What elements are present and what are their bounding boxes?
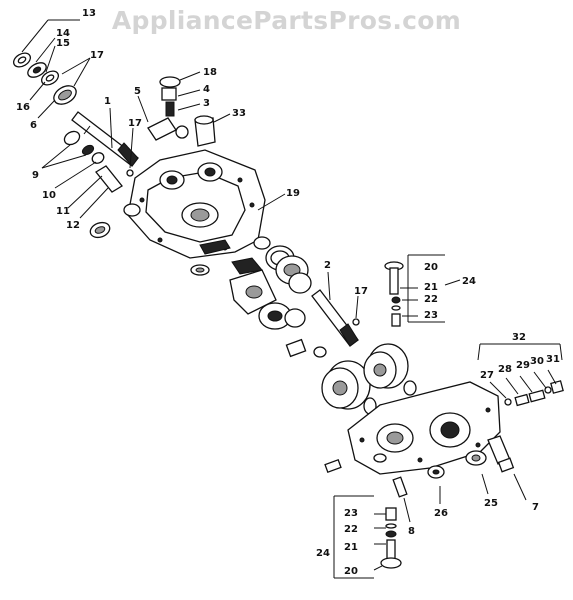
shaft-2 bbox=[311, 289, 360, 347]
input-shaft bbox=[71, 111, 139, 167]
callout-23-upper: 23 bbox=[424, 310, 438, 321]
callout-19: 19 bbox=[286, 188, 300, 199]
callout-28: 28 bbox=[498, 364, 512, 375]
lower-valve-stack bbox=[380, 507, 402, 569]
upper-valve-stack bbox=[384, 261, 404, 327]
callout-4: 4 bbox=[203, 84, 210, 95]
callout-5: 5 bbox=[134, 86, 141, 97]
callout-26: 26 bbox=[434, 508, 448, 519]
callout-27: 27 bbox=[480, 370, 494, 381]
callout-2: 2 bbox=[324, 260, 331, 271]
callout-6: 6 bbox=[30, 120, 37, 131]
callout-12: 12 bbox=[66, 220, 80, 231]
shaft-parts bbox=[63, 130, 123, 239]
callout-32: 32 bbox=[512, 332, 526, 343]
callout-1: 1 bbox=[104, 96, 111, 107]
callout-22-upper: 22 bbox=[424, 294, 438, 305]
callout-10: 10 bbox=[42, 190, 56, 201]
upper-housing bbox=[123, 149, 266, 259]
callout-17-top: 17 bbox=[90, 50, 104, 61]
callout-13: 13 bbox=[82, 8, 96, 19]
callout-18: 18 bbox=[203, 67, 217, 78]
callout-30: 30 bbox=[530, 356, 544, 367]
callout-7: 7 bbox=[532, 502, 539, 513]
callout-21-upper: 21 bbox=[424, 282, 438, 293]
callout-20-upper: 20 bbox=[424, 262, 438, 273]
callout-23-lower: 23 bbox=[344, 508, 358, 519]
callout-24-upper: 24 bbox=[462, 276, 476, 287]
callout-15: 15 bbox=[56, 38, 70, 49]
callout-31: 31 bbox=[546, 354, 560, 365]
callout-9: 9 bbox=[32, 170, 39, 181]
callout-22-lower: 22 bbox=[344, 524, 358, 535]
top-parts bbox=[126, 76, 216, 177]
callout-14: 14 bbox=[56, 28, 70, 39]
lower-small-parts bbox=[324, 435, 515, 498]
callout-16: 16 bbox=[16, 102, 30, 113]
callout-11: 11 bbox=[56, 206, 70, 217]
callout-17-center: 17 bbox=[354, 286, 368, 297]
callout-33: 33 bbox=[232, 108, 246, 119]
right-small-parts bbox=[504, 380, 564, 407]
callout-25: 25 bbox=[484, 498, 498, 509]
callout-20-lower: 20 bbox=[344, 566, 358, 577]
callout-29: 29 bbox=[516, 360, 530, 371]
center-bearings bbox=[190, 236, 312, 330]
callout-21-lower: 21 bbox=[344, 542, 358, 553]
lower-housing bbox=[347, 381, 501, 475]
seal-stack bbox=[12, 52, 77, 105]
watermark: AppliancePartsPros.com bbox=[111, 6, 462, 35]
callout-3: 3 bbox=[203, 98, 210, 109]
callout-17-left: 17 bbox=[128, 118, 142, 129]
rotor-assembly bbox=[285, 338, 417, 415]
callout-24-lower: 24 bbox=[316, 548, 330, 559]
callout-8: 8 bbox=[408, 526, 415, 537]
